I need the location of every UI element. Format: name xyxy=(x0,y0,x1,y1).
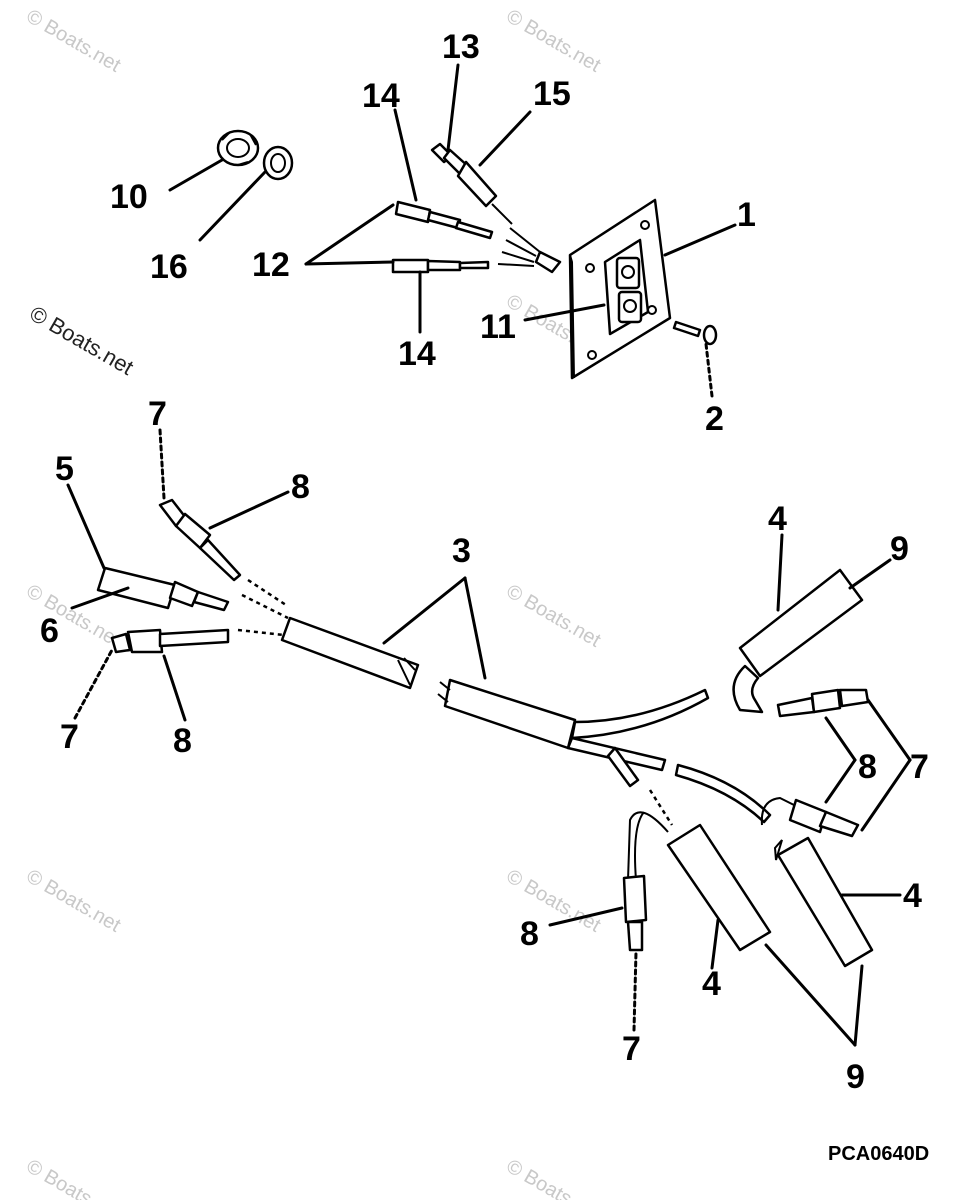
sleeve-part xyxy=(627,789,772,952)
watermark: © Boats.net xyxy=(503,5,605,77)
watermark: © Boats.net xyxy=(503,1155,605,1200)
callout-5: 5 xyxy=(55,450,74,488)
watermark: © Boats.net xyxy=(26,301,138,380)
callout-2: 2 xyxy=(705,400,724,438)
switch-plate-part xyxy=(497,198,672,380)
watermark: © Boats.net xyxy=(23,865,125,937)
callout-1: 1 xyxy=(737,196,756,234)
watermark: © Boats.net xyxy=(503,865,605,937)
bullet-connector-part xyxy=(430,142,513,225)
rocker-switch-part xyxy=(603,238,650,336)
terminal-part xyxy=(391,258,490,274)
diagram-code: PCA0640D xyxy=(828,1143,929,1165)
watermark: © Boats.net xyxy=(503,580,605,652)
connector-sleeve-part xyxy=(96,566,230,612)
callout-10: 10 xyxy=(110,178,148,216)
sleeve-part xyxy=(732,568,864,714)
callout-7: 7 xyxy=(60,718,79,756)
callout-7: 7 xyxy=(148,395,167,433)
screw-part xyxy=(672,320,718,346)
callout-15: 15 xyxy=(533,75,571,113)
nut-part xyxy=(216,129,260,167)
callout-14: 14 xyxy=(362,77,400,115)
terminal-part xyxy=(158,498,242,582)
cable-harness-part xyxy=(237,578,420,690)
callouts: 13 14 15 10 1 16 12 11 14 2 7 5 8 4 9 3 … xyxy=(40,28,929,1096)
callout-4: 4 xyxy=(768,500,787,538)
terminal-part xyxy=(776,688,870,718)
terminal-part xyxy=(760,796,860,838)
callout-7: 7 xyxy=(622,1030,641,1068)
callout-12: 12 xyxy=(252,246,290,284)
callout-14: 14 xyxy=(398,335,436,373)
callout-8: 8 xyxy=(173,722,192,760)
watermark: © Boats.net xyxy=(23,1155,125,1200)
callout-8: 8 xyxy=(858,748,877,786)
callout-4: 4 xyxy=(903,877,922,915)
terminal-part xyxy=(110,628,230,654)
callout-13: 13 xyxy=(442,28,480,66)
washer-part xyxy=(262,145,294,181)
cable-harness-part xyxy=(437,678,772,824)
callout-7: 7 xyxy=(910,748,929,786)
sleeve-part xyxy=(773,836,874,968)
callout-4: 4 xyxy=(702,965,721,1003)
callout-8: 8 xyxy=(291,468,310,506)
callout-8: 8 xyxy=(520,915,539,953)
callout-9: 9 xyxy=(846,1058,865,1096)
callout-3: 3 xyxy=(452,532,471,570)
callout-11: 11 xyxy=(480,308,516,346)
callout-9: 9 xyxy=(890,530,909,568)
leader-lines xyxy=(66,63,912,1047)
callout-16: 16 xyxy=(150,248,188,286)
watermark: © Boats.net xyxy=(23,5,125,77)
terminal-part xyxy=(622,874,648,952)
callout-6: 6 xyxy=(40,612,59,650)
terminal-part xyxy=(394,200,494,240)
